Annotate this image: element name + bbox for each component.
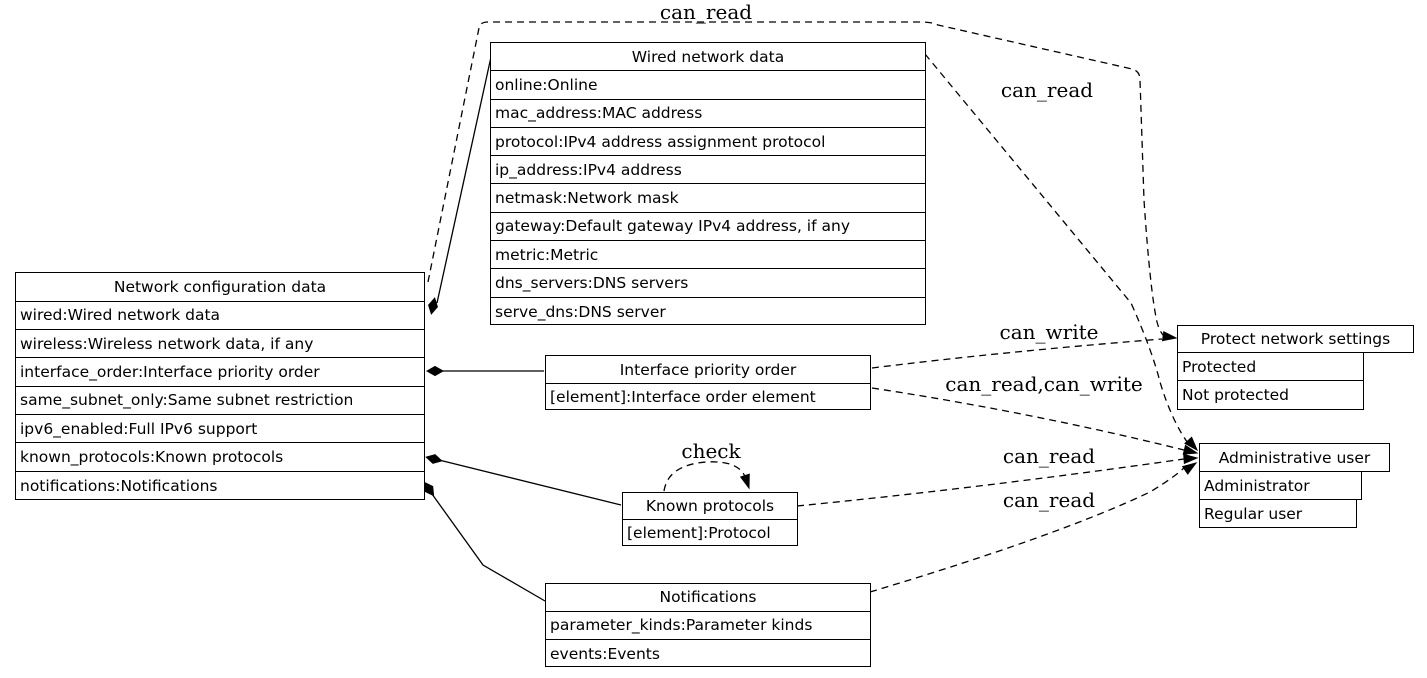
value-row-regular-user: Regular user <box>1199 499 1357 528</box>
box-title-administrative-user: Administrative user <box>1199 443 1390 472</box>
value-row-not-protected: Not protected <box>1177 380 1364 410</box>
edge-notifications-composition <box>431 493 546 602</box>
attribute-row-parameter-kinds: parameter_kinds:Parameter kinds <box>546 612 870 640</box>
box-title-interface-priority-order: Interface priority order <box>546 356 870 384</box>
edge-label-config-can-read: can_read <box>659 0 753 24</box>
attribute-row-same-subnet-only: same_subnet_only:Same subnet restriction <box>16 387 424 416</box>
class-box-network-configuration-data: Network configuration data wired:Wired n… <box>15 272 425 500</box>
edge-wired-composition <box>436 56 492 304</box>
arrowhead-check <box>739 473 750 490</box>
edge-wired-can-read <box>924 53 1191 447</box>
box-title-notifications: Notifications <box>546 584 870 612</box>
attribute-row-interface-order: interface_order:Interface priority order <box>16 358 424 387</box>
class-box-notifications: Notifications parameter_kinds:Parameter … <box>545 583 871 667</box>
edge-label-check: check <box>681 439 741 463</box>
box-title-known-protocols: Known protocols <box>623 493 797 520</box>
edge-label-notifications-can-read: can_read <box>1002 488 1096 512</box>
attribute-row-dns-servers: dns_servers:DNS servers <box>491 269 925 298</box>
edge-label-can-write: can_write <box>999 320 1099 344</box>
edge-label-protocols-can-read: can_read <box>1002 444 1096 468</box>
attribute-row-notifications: notifications:Notifications <box>20 477 218 496</box>
diamond-notifications <box>423 481 435 497</box>
diamond-wired <box>428 297 438 315</box>
class-box-wired-network-data: Wired network data online:Online mac_add… <box>490 42 926 325</box>
value-row-protected: Protected <box>1177 352 1364 381</box>
attribute-row-ipv6-enabled: ipv6_enabled:Full IPv6 support <box>16 415 424 444</box>
edge-config-can-read <box>427 21 1166 338</box>
edge-label-can-read-can-write: can_read,can_write <box>945 372 1143 396</box>
attribute-row-gateway: gateway:Default gateway IPv4 address, if… <box>491 213 925 242</box>
edge-iface-can-read-can-write <box>871 387 1185 451</box>
edge-check-self-loop <box>663 461 747 492</box>
attribute-row-mac-address: mac_address:MAC address <box>491 100 925 128</box>
arrowhead-admin-from-top <box>1184 436 1199 452</box>
attribute-row-events: events:Events <box>550 644 660 663</box>
attribute-row-online: online:Online <box>491 71 925 100</box>
attribute-row-metric: metric:Metric <box>491 241 925 270</box>
arrowhead-admin-from-protocols <box>1183 453 1199 465</box>
box-title-protect-network-settings: Protect network settings <box>1177 325 1414 353</box>
arrowhead-admin-from-notifications <box>1181 462 1198 475</box>
class-box-known-protocols: Known protocols [element]:Protocol <box>622 492 798 546</box>
attribute-row-netmask: netmask:Network mask <box>491 184 925 213</box>
value-row-administrator: Administrator <box>1199 471 1362 500</box>
edge-known-protocols-composition <box>438 459 622 506</box>
edge-protocols-can-read <box>796 458 1185 507</box>
box-title-wired-network-data: Wired network data <box>491 43 925 72</box>
attribute-row-wireless: wireless:Wireless network data, if any <box>16 330 424 359</box>
attribute-row-wired: wired:Wired network data <box>16 302 424 330</box>
attribute-row-known-protocols: known_protocols:Known protocols <box>16 443 424 472</box>
box-title-network-configuration-data: Network configuration data <box>16 273 424 302</box>
attribute-row-interface-order-element: [element]:Interface order element <box>550 388 816 406</box>
arrowhead-admin-from-iface <box>1182 444 1199 455</box>
diamond-known-protocols <box>425 454 443 464</box>
arrowhead-protect <box>1161 330 1178 342</box>
edge-notifications-can-read <box>869 465 1187 593</box>
edge-iface-can-write <box>871 338 1163 369</box>
attribute-row-ip-address: ip_address:IPv4 address <box>491 156 925 185</box>
class-box-interface-priority-order: Interface priority order [element]:Inter… <box>545 355 871 410</box>
attribute-row-protocol-element: [element]:Protocol <box>627 524 771 542</box>
diamond-interface-order <box>425 365 445 377</box>
attribute-row-serve-dns: serve_dns:DNS server <box>495 302 666 321</box>
attribute-row-protocol: protocol:IPv4 address assignment protoco… <box>491 128 925 157</box>
edge-label-wired-can-read: can_read <box>1000 78 1094 102</box>
